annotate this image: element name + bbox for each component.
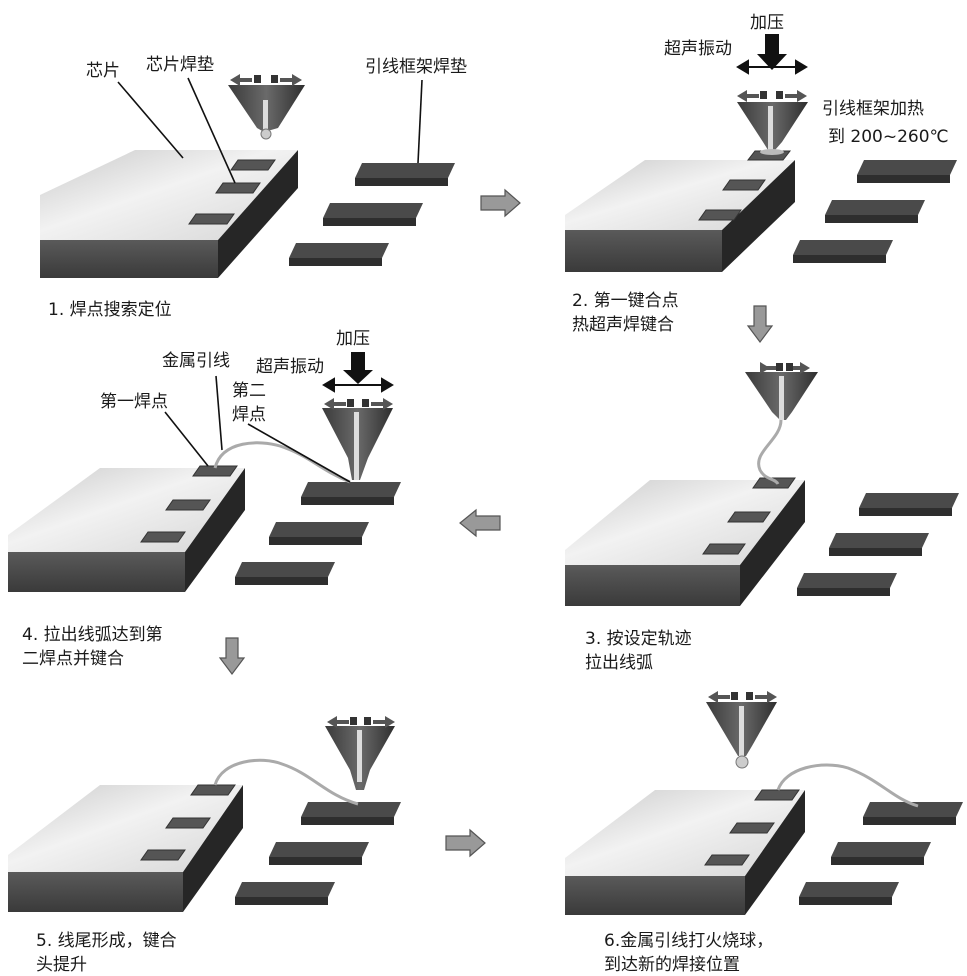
bond-tool <box>325 716 395 790</box>
label-heating-2: 到 200~260℃ <box>828 127 949 147</box>
chip <box>40 150 298 278</box>
caption-1: 1. 焊点搜索定位 <box>48 300 172 320</box>
caption-5b: 头提升 <box>36 955 87 975</box>
panel-4: 金属引线 加压 超声振动 第一焊点 第二 焊点 4. 拉出线弧达到第 二焊点并键… <box>8 329 401 669</box>
flow-arrow-down-2 <box>218 637 246 675</box>
leader-lines <box>117 77 423 184</box>
label-heating-1: 引线框架加热 <box>822 99 924 119</box>
label-second-bond-2: 焊点 <box>232 405 266 425</box>
label-wire: 金属引线 <box>162 351 230 371</box>
label-chip: 芯片 <box>86 61 120 81</box>
label-press: 加压 <box>336 329 370 349</box>
panel-5: 5. 线尾形成，键合 头提升 <box>8 716 401 975</box>
bond-tool <box>736 34 808 155</box>
bond-tool <box>745 362 818 420</box>
lead-frame-pads <box>289 163 455 266</box>
chip-pads <box>188 159 276 225</box>
panel-1: 芯片 芯片焊垫 引线框架焊垫 1. 焊点搜索定位 <box>40 55 467 320</box>
caption-4a: 4. 拉出线弧达到第 <box>22 625 163 645</box>
vibration-arrows-icon <box>760 362 810 374</box>
wire-arc <box>213 441 351 484</box>
ultrasonic-arrow-icon <box>322 377 394 393</box>
flow-arrow-right-1 <box>480 188 521 218</box>
caption-2a: 2. 第一键合点 <box>572 291 679 311</box>
panel-3: 3. 按设定轨迹 拉出线弧 <box>565 362 959 673</box>
label-chip-pad: 芯片焊垫 <box>146 55 214 75</box>
bond-tool <box>706 691 777 769</box>
panel-6: 6.金属引线打火烧球， 到达新的焊接位置 <box>565 691 963 975</box>
vibration-arrows-icon <box>230 74 302 86</box>
label-ultrasonic: 超声振动 <box>664 39 732 59</box>
flow-arrow-left-1 <box>459 508 501 538</box>
panel-2: 加压 超声振动 引线框架加热 到 200~260℃ 2. 第一键合点 热超声焊键… <box>565 13 957 335</box>
vibration-arrows-icon <box>708 691 777 703</box>
bond-tool <box>228 74 305 140</box>
flow-arrow-down-1 <box>746 305 774 343</box>
ultrasonic-arrow-icon <box>736 59 808 75</box>
press-arrow-icon <box>757 34 787 70</box>
wire-arc <box>776 763 919 808</box>
bond-tool <box>322 352 394 480</box>
caption-3a: 3. 按设定轨迹 <box>585 629 692 649</box>
label-press: 加压 <box>750 13 784 33</box>
caption-6b: 到达新的焊接位置 <box>604 955 740 975</box>
flow-arrow-right-2 <box>445 828 486 858</box>
caption-3b: 拉出线弧 <box>585 653 653 673</box>
caption-4b: 二焊点并键合 <box>22 649 124 669</box>
vibration-arrows-icon <box>737 90 807 102</box>
press-arrow-icon <box>343 352 373 384</box>
label-second-bond-1: 第二 <box>232 381 266 401</box>
vibration-arrows-icon <box>327 716 395 728</box>
wire-arc <box>213 758 359 806</box>
label-first-bond: 第一焊点 <box>100 392 168 412</box>
label-ultrasonic: 超声振动 <box>256 357 324 377</box>
label-lead-pad: 引线框架焊垫 <box>365 57 467 77</box>
caption-5a: 5. 线尾形成，键合 <box>36 931 177 951</box>
vibration-arrows-icon <box>324 398 393 410</box>
caption-6a: 6.金属引线打火烧球， <box>604 931 773 951</box>
wire-arc <box>757 419 783 485</box>
caption-2b: 热超声焊键合 <box>572 315 674 335</box>
